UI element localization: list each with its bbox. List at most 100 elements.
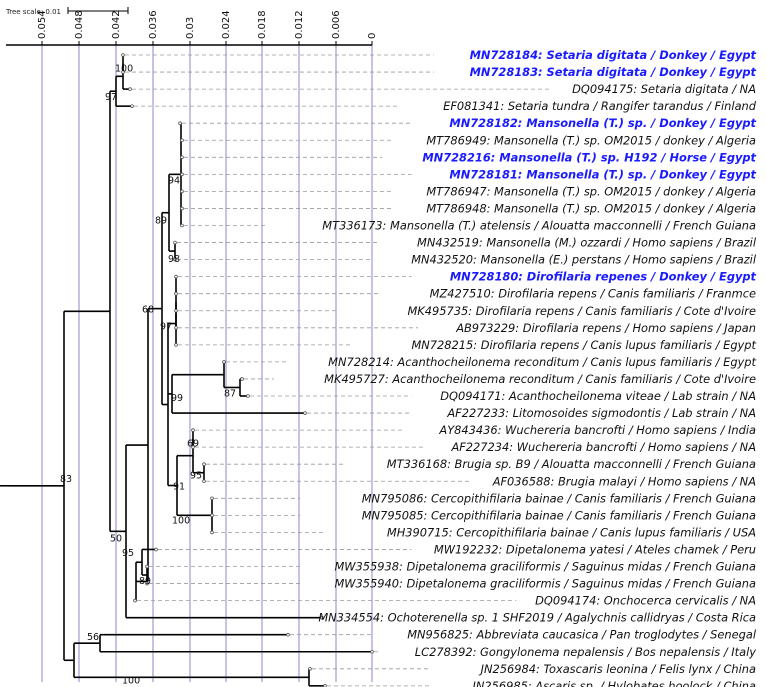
bootstrap-value: 100	[115, 64, 133, 75]
bootstrap-value: 97	[160, 322, 172, 333]
tip-marker	[240, 377, 244, 381]
leaf-label: MK495727: Acanthocheilonema reconditum /…	[324, 372, 756, 386]
leaf-label: DQ094174: Onchocerca cervicalis / NA	[535, 594, 756, 608]
leaf-label: MN728184: Setaria digitata / Donkey / Eg…	[470, 48, 757, 62]
leaf-label: MN728216: Mansonella (T.) sp. H192 / Hor…	[422, 150, 756, 164]
tip-marker	[121, 70, 125, 74]
bootstrap-value: 83	[60, 474, 72, 485]
tree-scale-bar: Tree scale: 0.01	[5, 7, 129, 16]
tip-marker	[286, 632, 290, 637]
tip-marker	[180, 206, 184, 211]
tree-scale-label: Tree scale: 0.01	[5, 8, 61, 16]
tip-marker	[246, 394, 250, 398]
leaf-label: JN256985: Ascaris sp. / Hylobates hooloc…	[470, 679, 756, 687]
axis-tick-label: 0.006	[331, 10, 342, 39]
tip-marker	[202, 479, 206, 484]
tip-marker	[180, 189, 184, 194]
axis-tick-label: 0.048	[74, 10, 85, 39]
axis-tick-label: 0.024	[221, 10, 232, 39]
tip-marker	[174, 308, 178, 313]
leaf-labels: MN728184: Setaria digitata / Donkey / Eg…	[318, 48, 757, 687]
tip-marker	[180, 155, 184, 160]
leaf-label: MN334554: Ochoterenella sp. 1 SHF2019 / …	[318, 611, 756, 625]
tip-marker	[210, 496, 214, 501]
leaf-label: MN728180: Dirofilaria repenes / Donkey /…	[450, 270, 757, 284]
tip-marker	[145, 564, 149, 569]
leaf-label: MW355940: Dipetalonema graciliformis / S…	[334, 577, 756, 591]
leaf-label: EF081341: Setaria tundra / Rangifer tara…	[443, 99, 757, 113]
leaf-label: MN795086: Cercopithifilaria bainae / Can…	[362, 491, 756, 505]
leaf-label: MN432519: Mansonella (M.) ozzardi / Homo…	[417, 236, 757, 250]
bootstrap-value: 94	[168, 175, 180, 186]
bootstrap-value: 95	[190, 471, 202, 482]
bootstrap-value: 95	[122, 548, 134, 559]
leaf-label: AY843436: Wuchereria bancrofti / Homo sa…	[438, 423, 756, 437]
leaf-label: MN728182: Mansonella (T.) sp. / Donkey /…	[449, 116, 756, 130]
leaf-label: MW192232: Dipetalonema yatesi / Ateles c…	[434, 542, 756, 556]
tip-marker	[222, 360, 226, 364]
tip-marker	[178, 121, 182, 125]
tip-marker	[174, 291, 178, 296]
leaf-label: MN728215: Dirofilaria repens / Canis lup…	[411, 338, 756, 352]
tip-marker	[174, 274, 178, 279]
leaf-label: JN256984: Toxascaris leonina / Felis lyn…	[479, 662, 756, 676]
axis-tick-label: 0.012	[294, 10, 305, 39]
axis-tick-label: 0	[367, 33, 378, 39]
tip-marker	[173, 257, 177, 262]
bootstrap-value: 97	[105, 92, 117, 103]
tip-marker	[130, 104, 134, 108]
leaf-label: AF227233: Litomosoides sigmodontis / Lab…	[446, 406, 756, 420]
bootstrap-value: 50	[110, 533, 122, 544]
tip-marker	[174, 325, 178, 330]
distance-gridlines	[41, 45, 373, 682]
leaf-label: MK495735: Dirofilaria repens / Canis fam…	[407, 304, 756, 318]
leaf-label: MH390715: Cercopithifilaria bainae / Can…	[387, 525, 756, 539]
axis-tick-label: 0.042	[111, 10, 122, 39]
leaf-label: DQ094171: Acanthocheilonema viteae / Lab…	[440, 389, 756, 403]
bootstrap-value: 89	[155, 216, 167, 227]
leaf-label: DQ094175: Setaria digitata / NA	[572, 82, 756, 96]
bootstrap-value: 89	[139, 576, 151, 587]
tip-marker	[320, 615, 324, 620]
bootstrap-value: 87	[224, 388, 236, 399]
tip-marker	[180, 172, 184, 177]
tip-marker	[180, 138, 184, 143]
tip-marker	[174, 343, 178, 347]
bootstrap-value: 98	[168, 254, 180, 265]
tip-marker	[154, 547, 158, 552]
leaf-label: MN795085: Cercopithifilaria bainae / Can…	[362, 508, 756, 522]
tree-branches	[0, 53, 374, 687]
tip-marker	[210, 530, 214, 535]
tip-marker	[210, 513, 214, 518]
leaf-label: MT786948: Mansonella (T.) sp. OM2015 / d…	[426, 201, 756, 215]
bootstrap-value: 56	[87, 632, 99, 643]
leaf-label: AB973229: Dirofilaria repens / Homo sapi…	[455, 321, 756, 335]
bootstrap-value: 99	[171, 393, 183, 404]
bootstrap-value: 68	[142, 305, 154, 316]
axis-tick-label: 0.018	[257, 10, 268, 39]
leaf-label: MN728183: Setaria digitata / Donkey / Eg…	[470, 65, 757, 79]
leaf-label: AF227234: Wuchereria bancrofti / Homo sa…	[450, 440, 756, 454]
leaf-label: MN728181: Mansonella (T.) sp. / Donkey /…	[449, 167, 756, 181]
tip-marker	[308, 666, 312, 671]
leaf-label: LC278392: Gongylonema nepalensis / Bos n…	[415, 645, 756, 659]
bootstrap-values: 1009794988997879969951009168899550561008…	[60, 64, 236, 687]
tip-marker	[121, 53, 125, 57]
tip-marker	[133, 598, 137, 603]
axis-tick-label: 0.036	[148, 10, 159, 39]
axis-tick-label: 0.03	[185, 17, 196, 39]
leaf-label: AF036588: Brugia malayi / Homo sapiens /…	[492, 474, 756, 488]
tip-marker	[145, 581, 149, 586]
tip-marker	[202, 462, 206, 467]
leaf-label: MT786947: Mansonella (T.) sp. OM2015 / d…	[426, 184, 756, 198]
leaf-label: MN728214: Acanthocheilonema reconditum /…	[328, 355, 756, 369]
tip-marker	[173, 240, 177, 245]
tip-marker	[191, 445, 195, 449]
leaf-label: MN956825: Abbreviata caucasica / Pan tro…	[407, 628, 757, 642]
leaf-label: MW355938: Dipetalonema graciliformis / S…	[334, 560, 756, 574]
bootstrap-value: 100	[172, 515, 190, 526]
tip-marker	[180, 223, 184, 228]
leaf-label: MT336173: Mansonella (T.) atelensis / Al…	[322, 219, 756, 233]
